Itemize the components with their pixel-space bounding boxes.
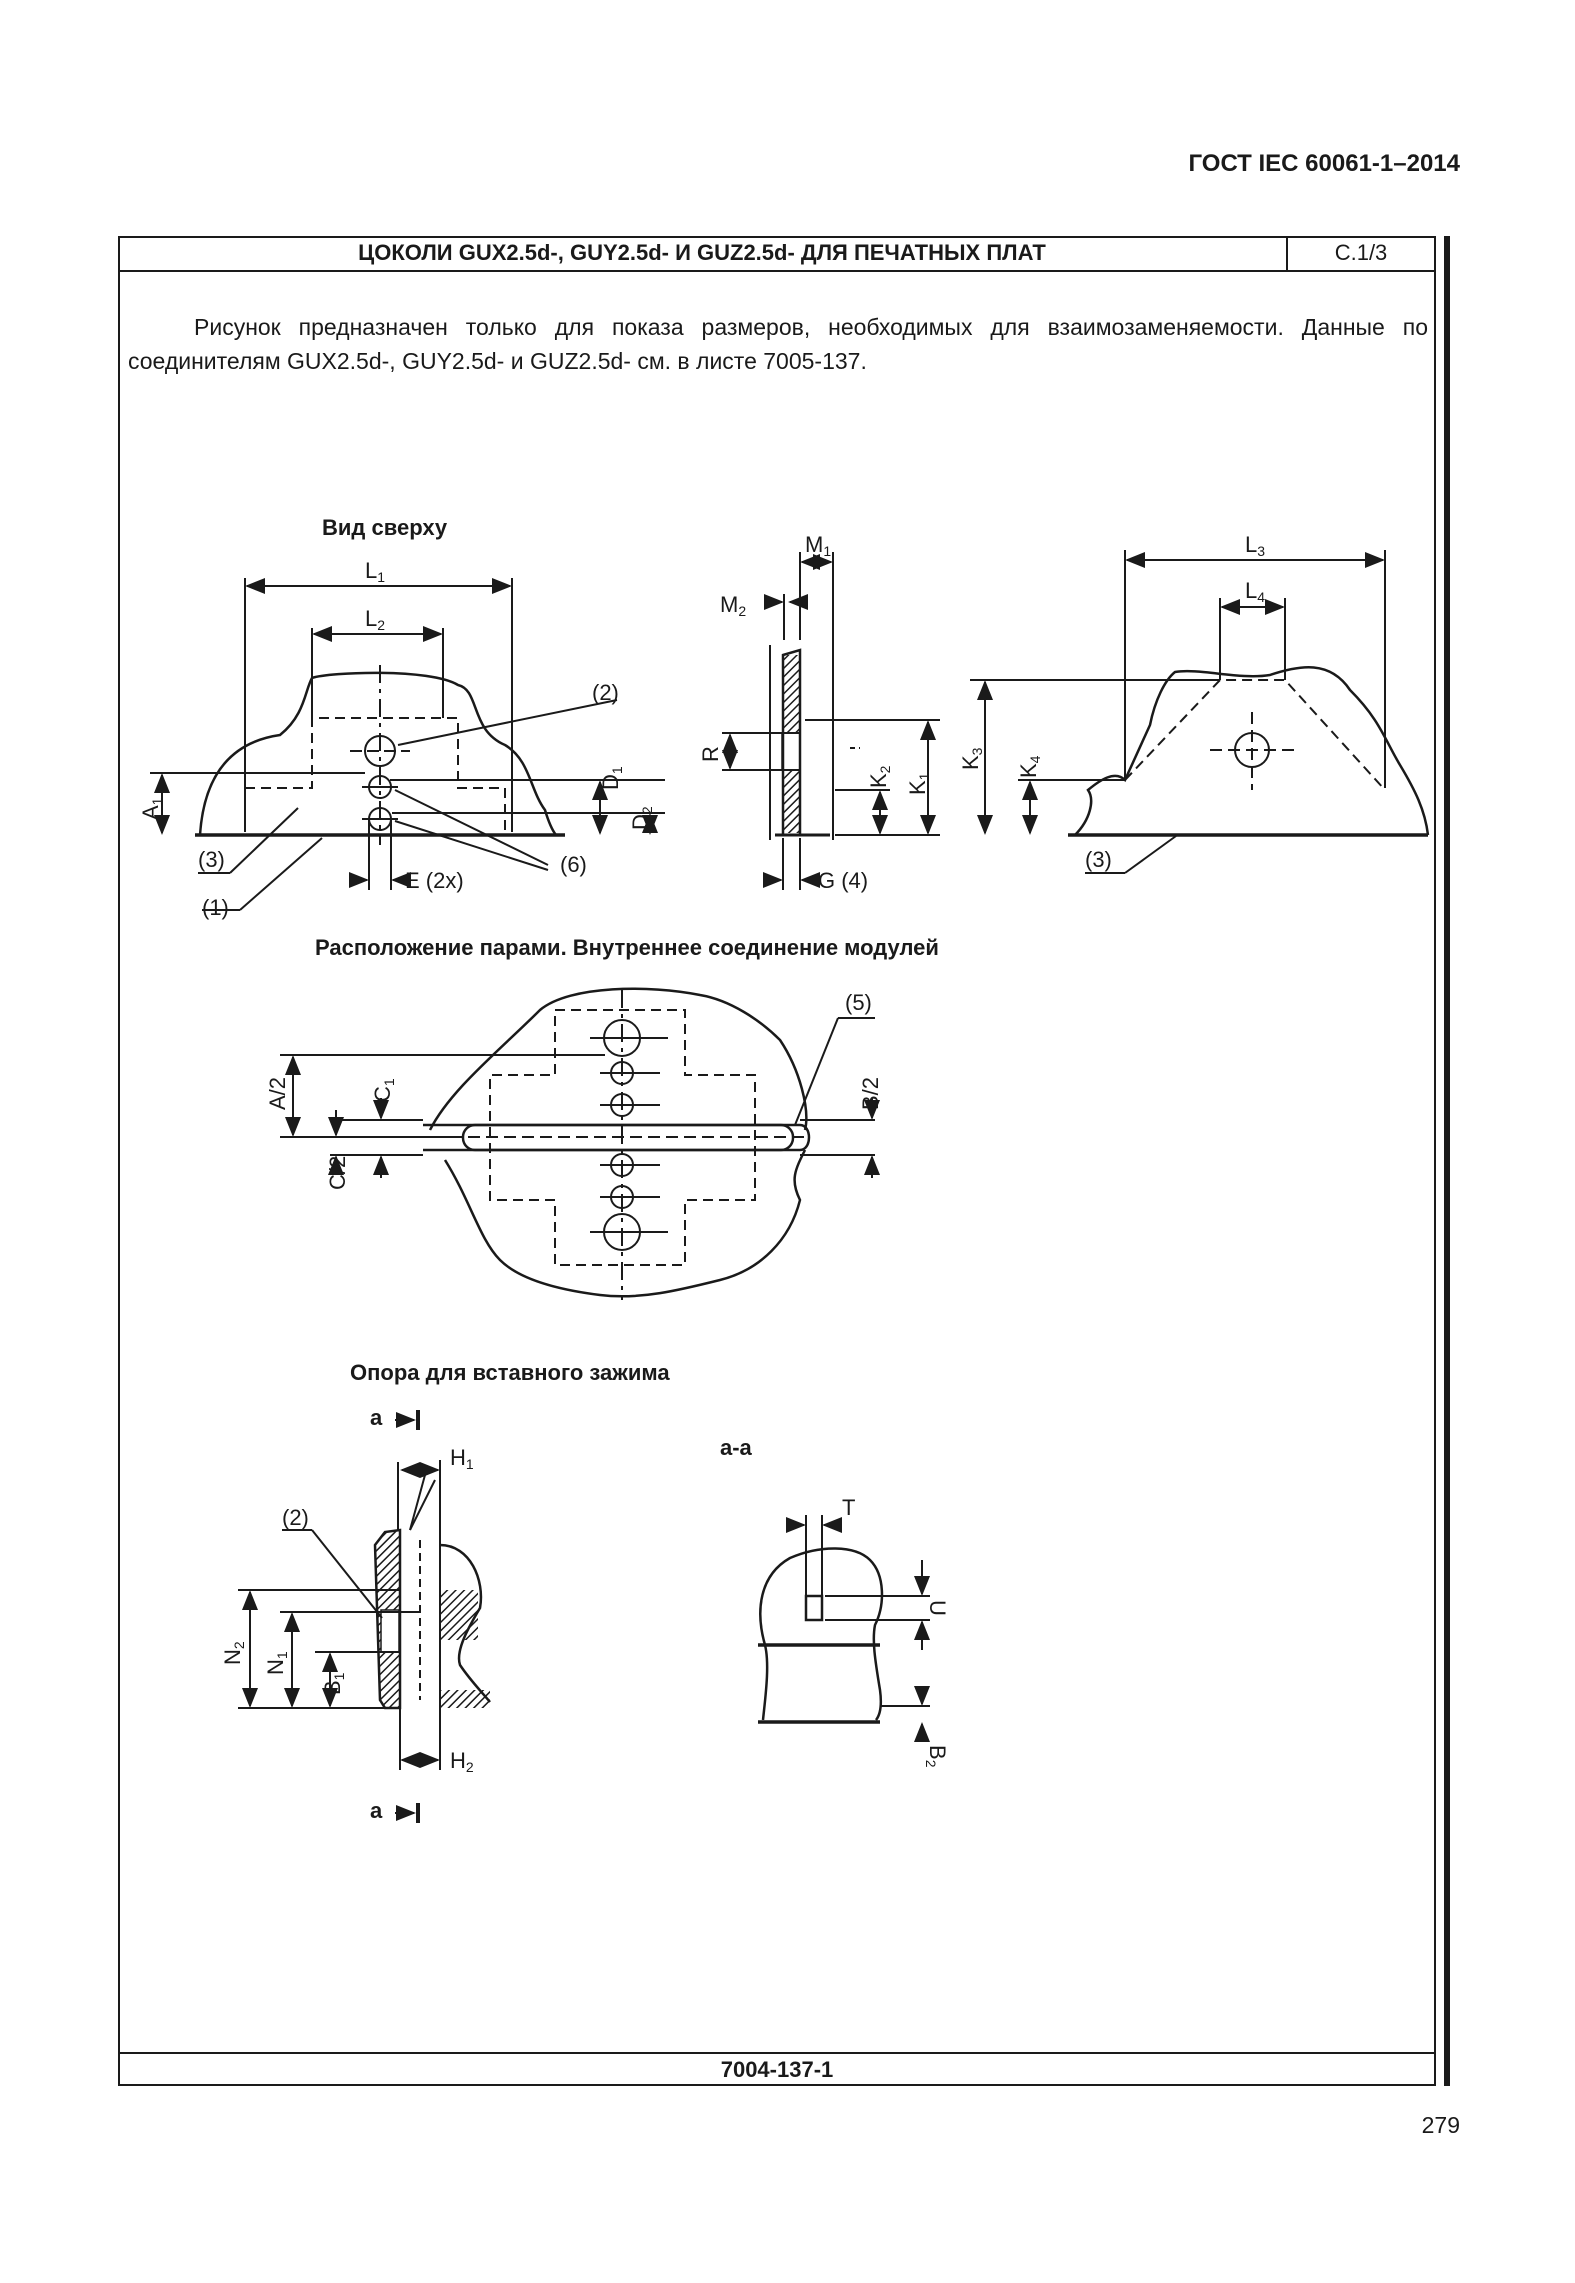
caption-top-view: Вид сверху [322, 515, 448, 540]
label-L3: L3 [1245, 532, 1265, 559]
label-G4: G (4) [818, 868, 868, 893]
section-mark-bottom: а [370, 1798, 383, 1823]
caption-support: Опора для вставного зажима [350, 1360, 670, 1385]
standard-code: ГОСТ IEC 60061-1–2014 [1188, 150, 1460, 177]
label-M1: M1 [805, 532, 831, 559]
label-N2: N2 [220, 1641, 247, 1665]
label-D2: D2 [628, 806, 655, 830]
drawing-frame [118, 236, 1436, 2086]
label-L2: L2 [365, 606, 385, 633]
label-C-half: C/2 [325, 1156, 350, 1190]
label-K3: K3 [958, 747, 985, 770]
label-B2: B2 [923, 1745, 950, 1768]
label-K1: K1 [905, 772, 932, 795]
label-C1: C1 [370, 1078, 397, 1102]
ref-3-right: (3) [1085, 847, 1112, 872]
label-H1: H1 [450, 1445, 474, 1472]
page-number: 279 [1421, 2112, 1460, 2138]
ref-5: (5) [845, 990, 872, 1015]
label-H2: H2 [450, 1748, 474, 1775]
label-R: R [698, 746, 723, 762]
label-A-half: A/2 [265, 1077, 290, 1110]
label-K2: K2 [866, 765, 893, 788]
label-M2: M2 [720, 592, 746, 619]
ref-2-bottom: (2) [282, 1505, 309, 1530]
caption-section: а-а [720, 1435, 753, 1460]
sheet-code: 7004-137-1 [118, 2052, 1436, 2086]
pairs-layout-figure [280, 987, 880, 1300]
drawing-labels: Вид сверху Расположение парами. Внутренн… [138, 515, 1265, 1823]
label-N1: N1 [263, 1651, 290, 1675]
label-U: U [925, 1600, 950, 1616]
section-aa-figure [758, 1515, 930, 1742]
label-K4: K4 [1016, 755, 1043, 778]
label-L1: L1 [365, 558, 385, 585]
front-view-figure [970, 550, 1430, 874]
label-D1: D1 [598, 766, 625, 790]
ref-3-left: (3) [198, 847, 225, 872]
frame-thick-edge [1444, 236, 1450, 2086]
side-view-figure [722, 552, 940, 890]
label-B-half: B/2 [858, 1077, 883, 1110]
label-L4: L4 [1245, 578, 1265, 605]
ref-1: (1) [202, 895, 229, 920]
clip-support-figure [238, 1410, 491, 1823]
ref-2-top: (2) [592, 680, 619, 705]
label-A1: A1 [138, 797, 165, 820]
title-block: ЦОКОЛИ GUX2.5d-, GUY2.5d- И GUZ2.5d- ДЛЯ… [118, 236, 1436, 272]
intro-paragraph: Рисунок предназначен только для показа р… [128, 314, 1428, 374]
label-E: E (2x) [405, 868, 464, 893]
label-T: T [842, 1495, 855, 1520]
ref-6: (6) [560, 852, 587, 877]
label-B1: B1 [320, 1672, 347, 1695]
top-view-figure [150, 578, 665, 911]
drawing-title: ЦОКОЛИ GUX2.5d-, GUY2.5d- И GUZ2.5d- ДЛЯ… [118, 236, 1288, 270]
sheet-number: С.1/3 [1334, 240, 1388, 265]
caption-pairs: Расположение парами. Внутреннее соединен… [315, 935, 939, 960]
section-mark-top: а [370, 1405, 383, 1430]
